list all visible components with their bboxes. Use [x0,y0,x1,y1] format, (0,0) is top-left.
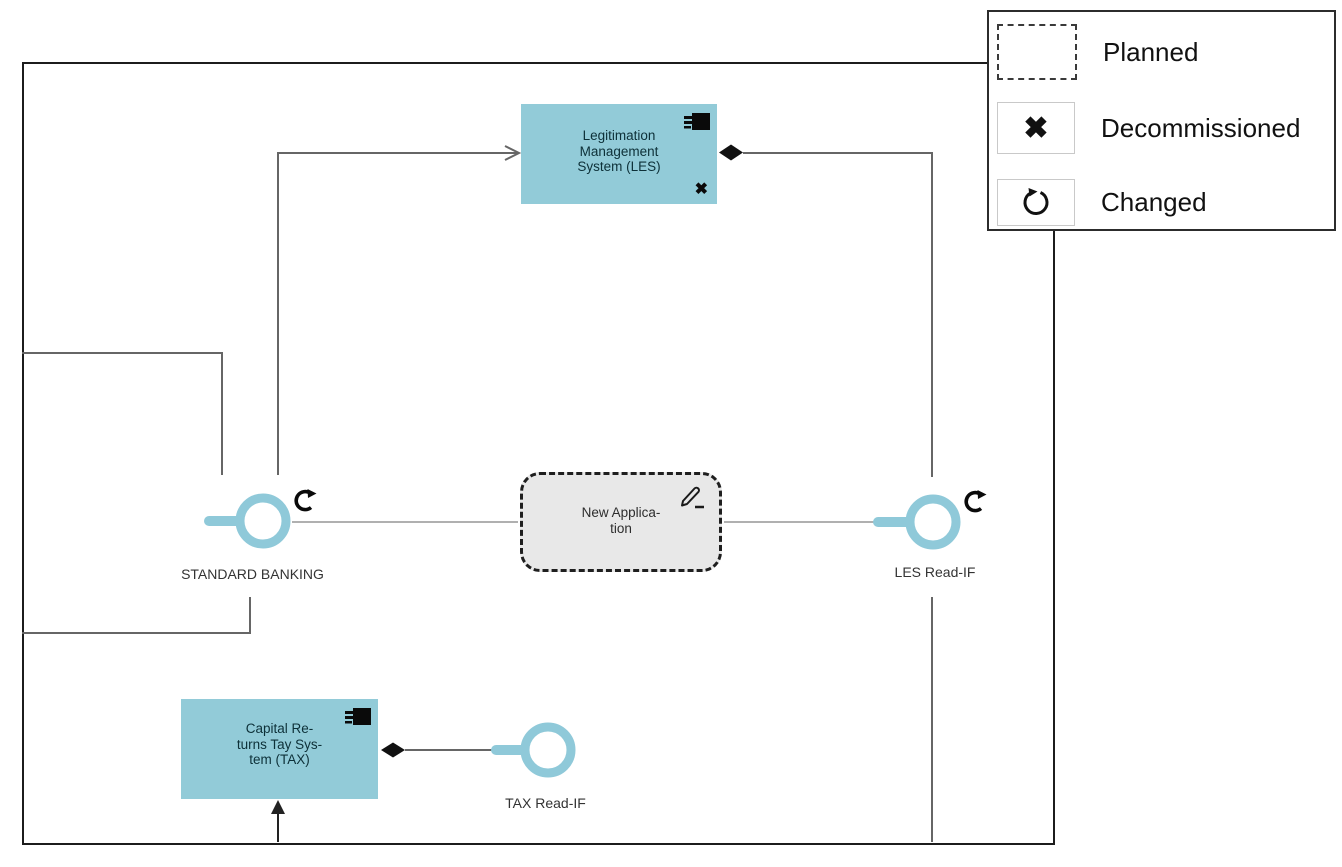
node-label: Capital Re- turns Tay Sys- tem (TAX) [236,721,323,767]
legend-label: Changed [1101,187,1207,217]
node-capital-returns-tax-system[interactable]: Capital Re- turns Tay Sys- tem (TAX) [181,699,378,799]
connection-left-to-standard-banking-top[interactable] [22,352,223,475]
node-label: New Applica- tion [581,505,661,536]
legend-item-decommissioned: ✖ Decommissioned [997,102,1300,154]
decommissioned-x-icon: ✖ [997,102,1075,154]
changed-arrow-icon [294,489,317,512]
filled-arrowhead-icon [271,800,285,814]
legend-item-planned: Planned [997,24,1198,80]
decommissioned-x-icon: ✖ [694,181,708,198]
application-component-icon [345,707,372,731]
interface-circle [905,494,961,550]
changed-arrow-icon [964,490,987,513]
application-component-icon [684,112,711,136]
interface-label-tax-read-if: TAX Read-IF [505,795,586,811]
node-label: Legitimation Management System (LES) [577,128,661,174]
node-new-application[interactable]: New Applica- tion [520,472,722,572]
connection-bottom-to-tax[interactable] [271,800,285,842]
connection-standard-banking-to-les[interactable] [277,145,522,475]
pencil-icon [679,484,707,514]
node-legitimation-management-system[interactable]: Legitimation Management System (LES) ✖ [521,104,717,204]
legend-item-changed: Changed [997,179,1207,226]
diagram-boundary [22,62,1055,845]
interface-label-standard-banking: STANDARD BANKING [181,566,324,582]
interface-circle [235,493,291,549]
changed-arrow-icon [997,179,1075,226]
planned-dashed-box-icon [997,24,1077,80]
interface-circle [520,722,576,778]
interface-tax-read-if[interactable] [488,716,608,786]
interface-label-les-read-if: LES Read-IF [894,564,976,580]
connection-left-to-standard-banking-bottom[interactable] [22,597,251,634]
connection-tax-to-tax-read-if[interactable] [381,742,494,758]
connection-les-to-les-read-if[interactable] [719,144,933,478]
legend-label: Planned [1103,36,1199,67]
interface-standard-banking[interactable] [200,487,326,557]
composition-diamond-icon [719,144,743,161]
legend-label: Decommissioned [1101,112,1301,143]
legend: Planned ✖ Decommissioned Changed [987,10,1336,231]
composition-diamond-icon [381,742,405,758]
open-arrowhead-icon [504,145,522,161]
interface-les-read-if[interactable] [870,488,996,558]
